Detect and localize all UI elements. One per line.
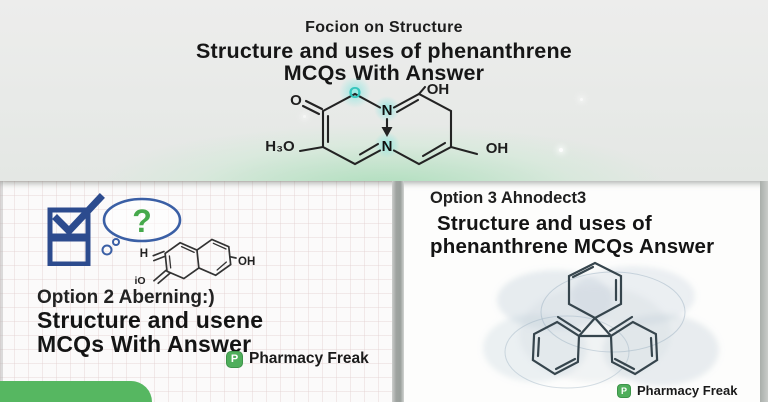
bottom-left-title: Structure and usene MCQs With Answer <box>37 307 264 357</box>
option-3-label: Option 3 Ahnodect3 <box>430 189 587 207</box>
bottom-right-title: Structure and uses of phenanthrene MCQs … <box>430 212 714 258</box>
atom-label-oh-right: OH <box>486 140 509 157</box>
question-bubble-icon: ? <box>101 197 182 256</box>
pharmacy-freak-brand: P Pharmacy Freak <box>226 350 369 368</box>
atom-label-glow-o: O <box>349 85 361 102</box>
top-title: Structure and uses of phenanthrene MCQs … <box>0 40 768 84</box>
atom-label-oh-top: OH <box>427 81 450 98</box>
checkbox-list-icon <box>47 193 105 266</box>
green-corner-shape <box>0 381 152 402</box>
vertical-divider <box>392 181 404 402</box>
option-2-label: Option 2 Aberning:) <box>37 287 215 308</box>
bottom-left-title-line1: Structure and usene <box>37 307 264 333</box>
right-edge-strip <box>760 181 768 402</box>
pharmacy-freak-logo-icon: P <box>226 350 243 368</box>
pharmacy-freak-brand: P Pharmacy Freak <box>617 383 737 398</box>
atom-label-io: iO <box>134 275 145 287</box>
sparkle-icon <box>559 148 563 152</box>
top-panel: Focion on Structure Structure and uses o… <box>0 0 768 181</box>
atom-label-n-lower: N <box>382 138 393 155</box>
pyridazine-molecule-diagram: O O H₃O N N OH OH <box>265 78 509 166</box>
brand-name: Pharmacy Freak <box>637 383 738 398</box>
arrowhead-icon <box>381 127 393 137</box>
bottom-right-title-line1: Structure and uses of <box>437 212 652 235</box>
bottom-left-panel <box>0 181 393 402</box>
pharmacy-freak-logo-icon: P <box>617 383 631 398</box>
phenanthrene-molecule-diagram <box>483 261 719 389</box>
brand-name: Pharmacy Freak <box>249 350 369 367</box>
panel-edge <box>0 181 3 402</box>
atom-label-h: H <box>140 248 148 260</box>
bottom-left-title-line2: MCQs With Answer <box>37 330 252 357</box>
question-mark: ? <box>132 203 152 239</box>
top-title-line1: Structure and uses of phenanthrene <box>196 39 572 63</box>
top-kicker: Focion on Structure <box>305 19 463 36</box>
top-title-line2: MCQs With Answer <box>283 61 485 85</box>
atom-label-n-upper: N <box>382 102 393 119</box>
bottom-right-title-line2: phenanthrene MCQs Answer <box>430 235 715 258</box>
atom-label-h3o: H₃O <box>265 138 295 155</box>
sparkle-icon <box>580 98 583 101</box>
atom-label-o: O <box>290 92 302 109</box>
sparkle-icon <box>303 115 306 118</box>
atom-label-oh: OH <box>238 256 255 268</box>
naphthalene-molecule-diagram: H iO OH <box>134 238 255 287</box>
